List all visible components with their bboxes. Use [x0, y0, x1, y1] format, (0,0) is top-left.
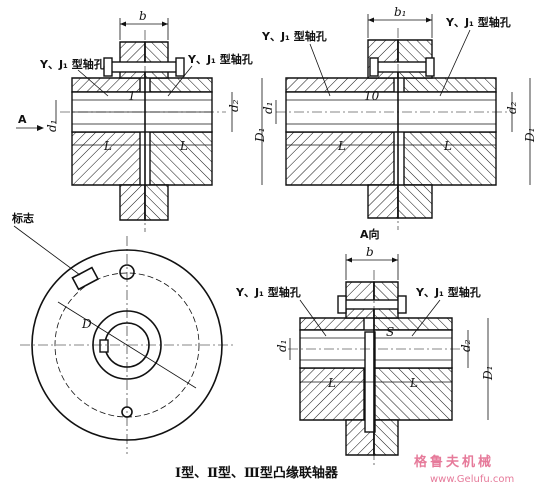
type-3-section: A向 b Y、J₁ 型轴孔 Y、J₁ 型轴孔 S d₁ d₂	[235, 227, 495, 466]
dim-d1-label-2: d₁	[261, 102, 275, 115]
dim-10-label: 10	[364, 89, 380, 103]
bore-label-right-2: Y、J₁ 型轴孔	[445, 15, 511, 29]
watermark-url: www.Gelufu.com	[430, 474, 514, 485]
dim-D1-label-2: D₁	[523, 128, 537, 143]
type-2-section: b₁ Y、J₁ 型轴孔 Y、J₁ 型轴孔 10 d₁ d₂ D₁ L L	[261, 5, 537, 230]
figure-caption: Ⅰ型、Ⅱ型、Ⅲ型凸缘联轴器	[175, 465, 339, 481]
dim-L-right: L	[179, 139, 188, 153]
dim-d2-label-3: d₂	[459, 339, 473, 352]
dim-D-label: D	[81, 317, 92, 331]
dim-d1-label-3: d₁	[275, 340, 289, 353]
mark-label: 标志	[11, 211, 34, 225]
dim-L-right-2: L	[443, 139, 452, 153]
dim-L-right-3: L	[409, 376, 418, 390]
dim-d2-label-2: d₂	[505, 101, 519, 114]
bore-label-left-2: Y、J₁ 型轴孔	[261, 29, 327, 43]
dim-S-label: S	[386, 325, 394, 339]
dim-b1-label: b₁	[394, 5, 407, 19]
view-a-label: A向	[360, 227, 380, 241]
bore-label-left-3: Y、J₁ 型轴孔	[235, 285, 301, 299]
dim-d1-label: d₁	[45, 120, 59, 133]
dim-D1-label: D₁	[253, 128, 267, 143]
bore-label-right: Y、J₁ 型轴孔	[187, 52, 253, 66]
watermark-cn: 格鲁夫机械	[414, 454, 494, 470]
dim-L-left: L	[103, 139, 112, 153]
bore-label-right-3: Y、J₁ 型轴孔	[415, 285, 481, 299]
dim-b-label: b	[139, 9, 147, 23]
bore-label-left: Y、J₁ 型轴孔	[39, 57, 105, 71]
dim-1-label: 1	[128, 89, 136, 103]
dim-d2-label: d₂	[227, 99, 241, 112]
dim-L-left-3: L	[327, 376, 336, 390]
type-1-section: b Y、J₁ 型轴孔 Y、J₁ 型轴孔 1 A d₁ d₂ D₁ L L	[16, 9, 267, 232]
dim-D1-label-3: D₁	[481, 366, 495, 381]
arrow-a-label: A	[18, 113, 27, 126]
dim-b-label-3: b	[366, 245, 374, 259]
dim-L-left-2: L	[337, 139, 346, 153]
end-view: 标志 D	[11, 211, 234, 454]
